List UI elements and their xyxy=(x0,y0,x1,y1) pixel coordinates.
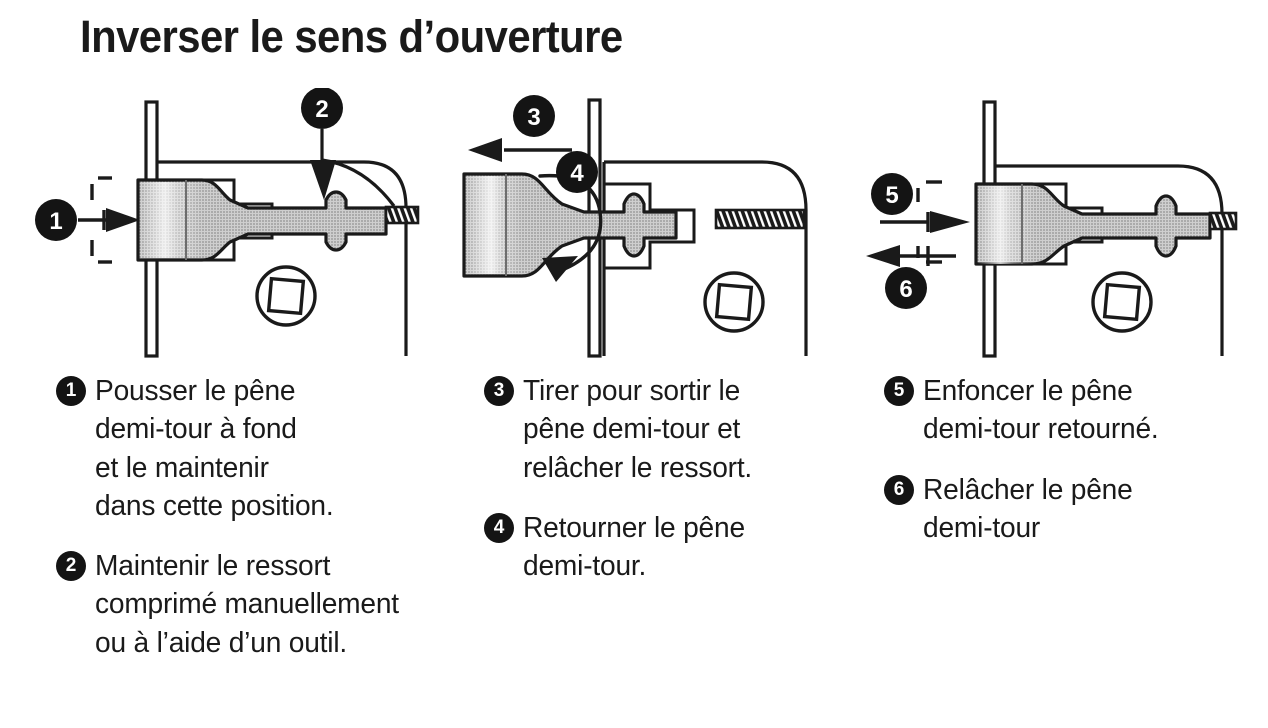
lock-case xyxy=(602,160,808,356)
spring xyxy=(384,205,420,225)
callout-6: 6 xyxy=(866,245,956,309)
latch-bolt xyxy=(462,172,678,278)
step-text-line: Tirer pour sortir le xyxy=(523,375,741,407)
figure-lock-latch-pushed-in: 1 2 xyxy=(34,88,434,363)
svg-text:2: 2 xyxy=(315,96,328,123)
caption-row: 1 Pousser le pêne demi-tour à fond et le… xyxy=(0,372,1268,728)
svg-text:3: 3 xyxy=(527,104,540,131)
spindle-hole xyxy=(1091,271,1153,333)
spindle-hole xyxy=(703,271,765,333)
figure-row: 1 2 xyxy=(0,88,1268,363)
step-text-line: relâcher le ressort. xyxy=(523,451,753,484)
step-text-line: ou à l’aide d’un outil. xyxy=(95,626,348,659)
latch-bolt xyxy=(974,182,1212,266)
callout-5: 5 xyxy=(871,173,970,233)
caption-column-2: 3 Tirer pour sortir le pêne demi-tour et… xyxy=(484,372,834,607)
step-item: 1 Pousser le pêne demi-tour à fond et le… xyxy=(56,372,486,525)
step-text: Retourner le pêne demi-tour. xyxy=(523,509,745,586)
step-text-line: Enfoncer le pêne xyxy=(923,375,1133,407)
step-badge: 5 xyxy=(884,376,914,406)
step-text-line: demi-tour à fond xyxy=(95,413,297,446)
caption-column-3: 5 Enfoncer le pêne demi-tour retourné. 6… xyxy=(884,372,1254,569)
step-badge: 6 xyxy=(884,474,914,505)
spindle-hole xyxy=(255,265,317,327)
svg-text:5: 5 xyxy=(885,182,898,209)
svg-text:6: 6 xyxy=(899,276,912,303)
step-text-line: Relâcher le pêne xyxy=(923,473,1133,506)
step-text: Enfoncer le pêne demi-tour retourné. xyxy=(923,372,1159,449)
callout-4: 4 xyxy=(538,151,603,282)
step-text-line: Retourner le pêne xyxy=(523,511,745,544)
step-text-line: Maintenir le ressort xyxy=(95,550,331,583)
figure-lock-latch-pulled-out: 3 4 xyxy=(444,88,834,363)
spring xyxy=(1208,211,1238,231)
dashed-position-marks xyxy=(90,176,112,264)
step-text-line: demi-tour. xyxy=(523,550,647,583)
step-text-line: pêne demi-tour et xyxy=(523,413,741,446)
page-title: Inverser le sens d’ouverture xyxy=(80,11,623,62)
step-text-line: comprimé manuellement xyxy=(95,588,399,621)
step-text: Pousser le pêne demi-tour à fond et le m… xyxy=(95,372,334,525)
step-item: 5 Enfoncer le pêne demi-tour retourné. xyxy=(884,372,1254,449)
step-text-line: et le maintenir xyxy=(95,451,269,484)
step-text: Relâcher le pêne demi-tour xyxy=(923,471,1133,548)
callout-2: 2 xyxy=(301,88,396,207)
step-text-line: demi-tour retourné. xyxy=(923,413,1159,446)
step-text-line: Pousser le pêne xyxy=(95,375,296,407)
step-text: Maintenir le ressort comprimé manuelleme… xyxy=(95,547,399,662)
step-badge: 3 xyxy=(484,376,514,406)
step-text: Tirer pour sortir le pêne demi-tour et r… xyxy=(523,372,752,487)
step-badge: 4 xyxy=(484,512,514,543)
step-badge: 1 xyxy=(56,376,86,406)
svg-text:1: 1 xyxy=(49,208,62,235)
step-item: 6 Relâcher le pêne demi-tour xyxy=(884,471,1254,548)
step-text-line: dans cette position. xyxy=(95,489,334,522)
spring xyxy=(714,208,806,230)
latch-bolt xyxy=(136,178,388,262)
lock-case-cavity xyxy=(604,182,696,270)
callout-3: 3 xyxy=(468,95,572,162)
caption-column-1: 1 Pousser le pêne demi-tour à fond et le… xyxy=(56,372,486,684)
figure-lock-latch-reversed: 5 6 xyxy=(866,88,1266,363)
step-badge: 2 xyxy=(56,551,86,582)
step-item: 4 Retourner le pêne demi-tour. xyxy=(484,509,834,586)
step-item: 2 Maintenir le ressort comprimé manuelle… xyxy=(56,547,486,662)
step-text-line: demi-tour xyxy=(923,511,1041,544)
callout-1: 1 xyxy=(35,199,140,241)
step-item: 3 Tirer pour sortir le pêne demi-tour et… xyxy=(484,372,834,487)
svg-text:4: 4 xyxy=(570,160,584,187)
